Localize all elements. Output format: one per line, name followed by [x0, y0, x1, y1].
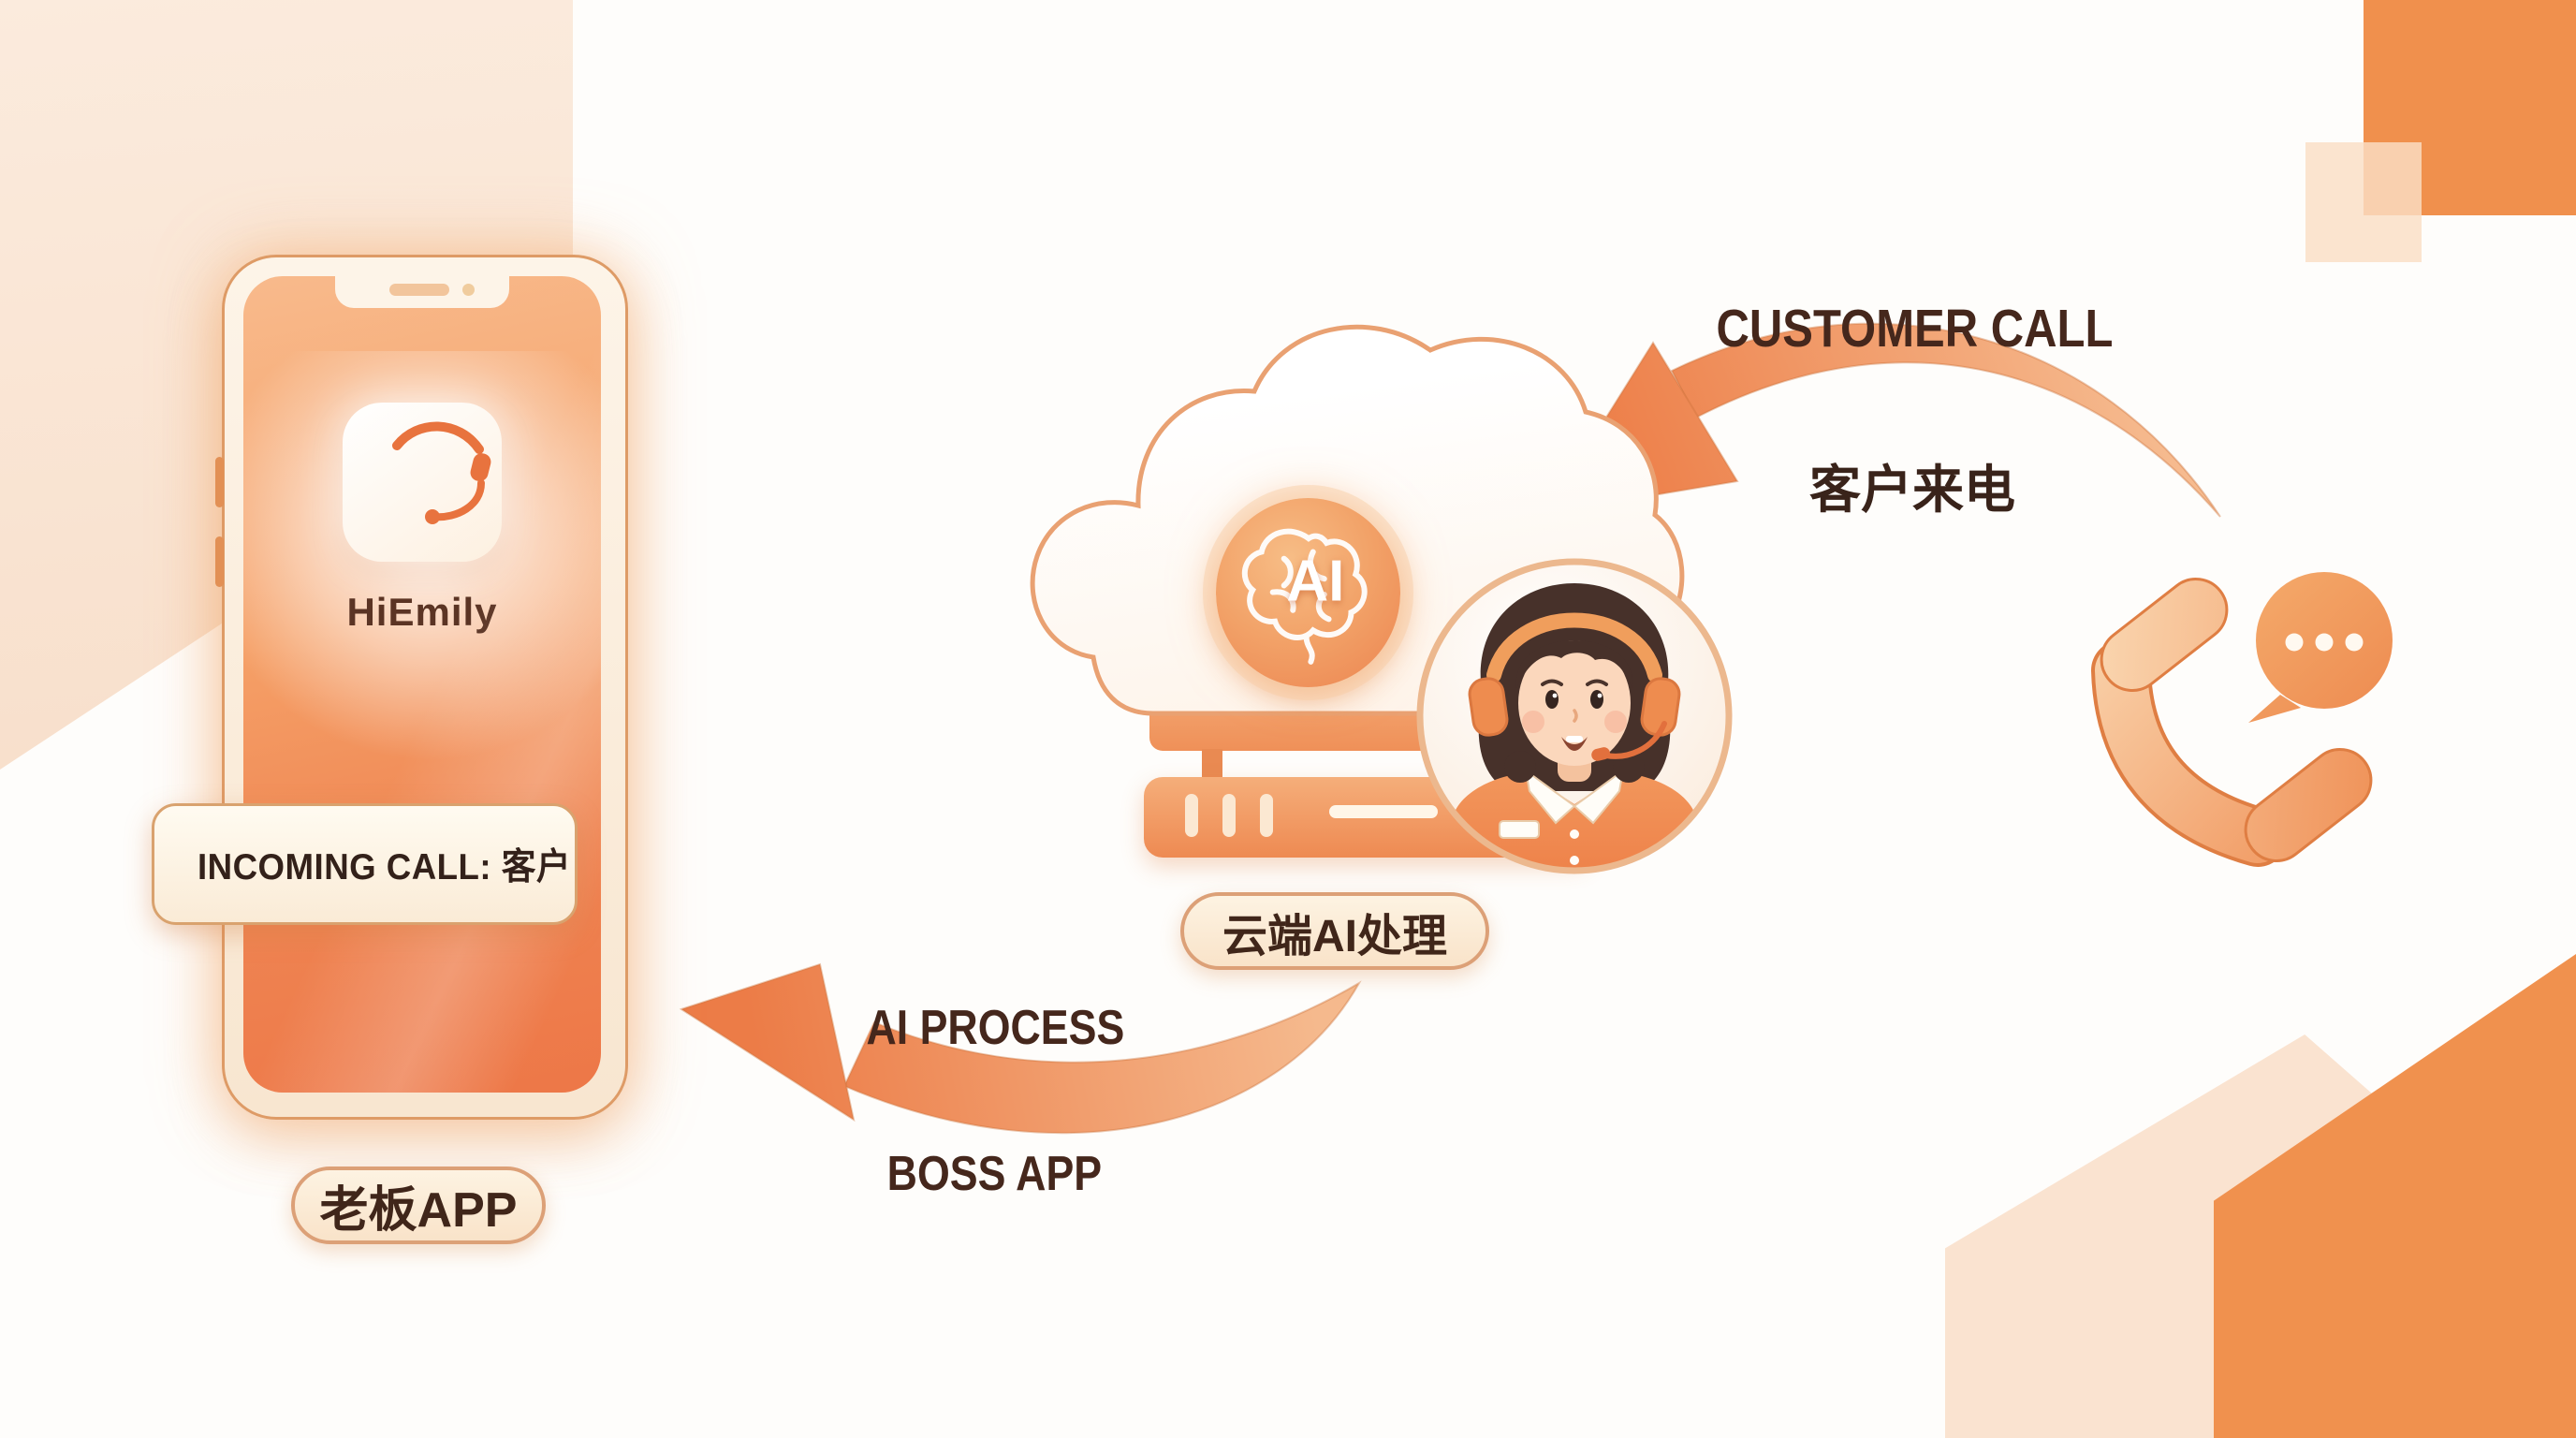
- camera-icon: [462, 284, 475, 296]
- flow-arrow-ai-process: [679, 962, 1362, 1135]
- chat-bubble-icon: [2248, 572, 2393, 723]
- phone-receiver-icon: [2091, 578, 2373, 867]
- ai-badge: AI: [1216, 498, 1400, 687]
- customer-call-title: CUSTOMER CALL: [1716, 299, 2113, 359]
- phone-notch: [335, 276, 509, 308]
- brain-icon: [1241, 528, 1368, 665]
- server-connector: [1202, 749, 1222, 781]
- app-name-label: HiEmily: [346, 590, 498, 634]
- speaker-icon: [389, 284, 449, 296]
- agent-avatar: [1413, 555, 1735, 877]
- phone-mockup: HiEmily: [215, 255, 628, 1120]
- phone-screen: HiEmily: [243, 276, 601, 1093]
- volume-down-button: [215, 536, 224, 587]
- ai-process-title: AI PROCESS: [866, 1001, 1124, 1055]
- volume-up-button: [215, 457, 224, 507]
- ai-badge-label: AI: [1286, 549, 1345, 614]
- app-logo-icon: [376, 421, 491, 524]
- boss-app-title: BOSS APP: [886, 1147, 1102, 1201]
- cloud-ai-pill: 云端AI处理: [1180, 892, 1489, 970]
- incoming-call-text: INCOMING CALL: 客户: [198, 847, 572, 888]
- incoming-call-banner: INCOMING CALL: 客户: [152, 803, 578, 925]
- app-icon: [343, 403, 502, 562]
- customer-call-subtitle: 客户来电: [1808, 461, 2015, 519]
- boss-app-pill: 老板APP: [291, 1167, 546, 1244]
- bg-top-right-small-square: [2305, 142, 2422, 262]
